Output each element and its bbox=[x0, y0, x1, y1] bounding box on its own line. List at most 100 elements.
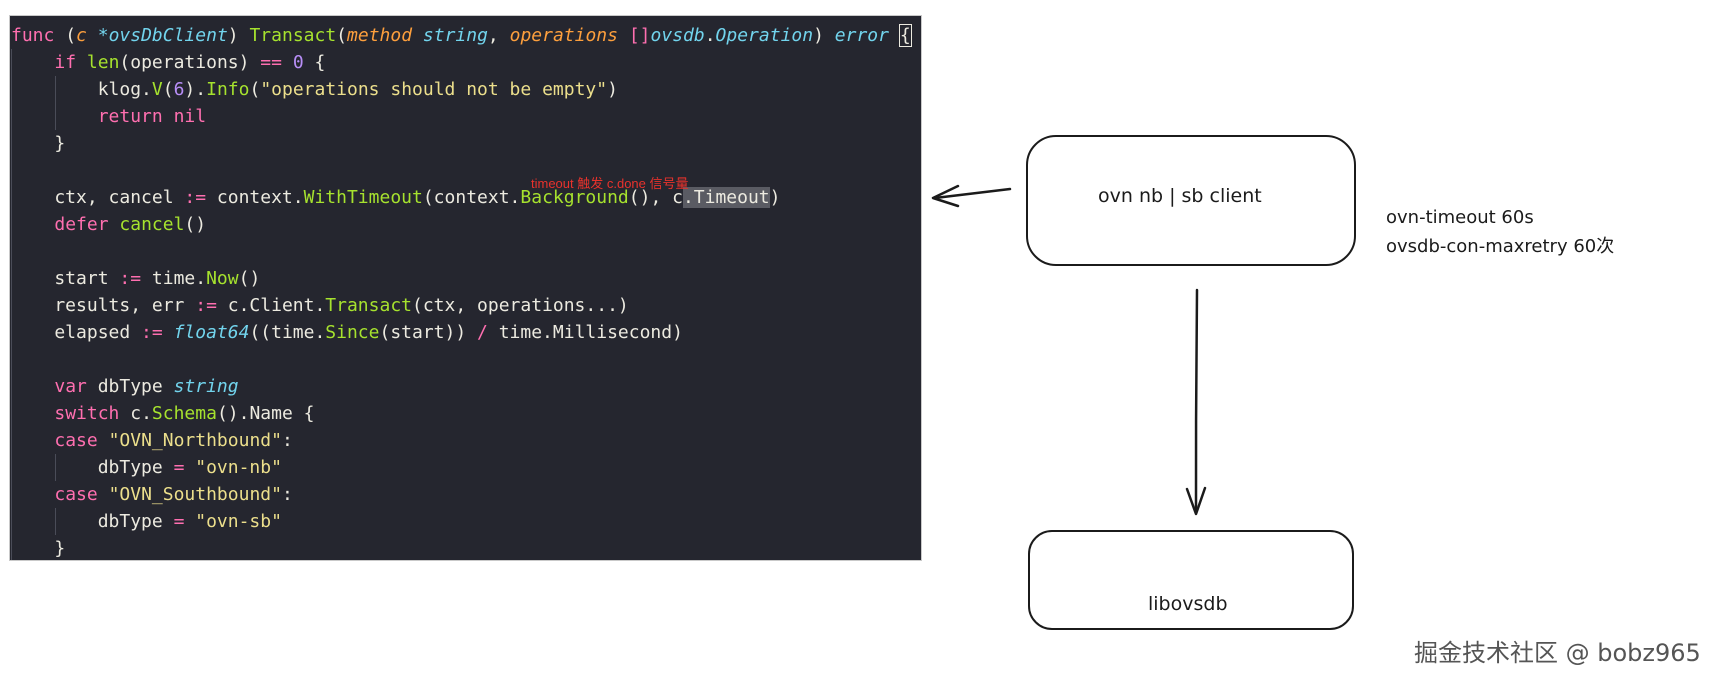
code-token: Since bbox=[325, 322, 380, 343]
code-token: Now bbox=[206, 268, 239, 289]
code-token: context. bbox=[206, 187, 304, 208]
arrow-client-to-code bbox=[933, 187, 1012, 200]
code-token: ( bbox=[162, 79, 174, 100]
arrow-client-to-lib bbox=[1194, 288, 1199, 515]
indent-guide bbox=[55, 508, 56, 535]
code-token: { bbox=[898, 24, 912, 47]
code-token: *ovsDbClient bbox=[97, 25, 228, 46]
code-token: case bbox=[54, 484, 98, 505]
code-token: == bbox=[260, 52, 282, 73]
code-line: if len(operations) == 0 { bbox=[11, 49, 325, 76]
code-token: := bbox=[184, 187, 207, 208]
code-token: nil bbox=[173, 106, 207, 127]
code-token: float64 bbox=[173, 322, 250, 343]
code-line: dbType = "ovn-nb" bbox=[11, 454, 282, 481]
code-token: string bbox=[422, 25, 488, 46]
arrow-client-to-lib-head bbox=[1185, 486, 1207, 516]
code-token: V bbox=[151, 79, 163, 100]
code-token: if bbox=[54, 52, 77, 73]
code-token: = bbox=[173, 457, 185, 478]
code-token: () bbox=[238, 268, 261, 289]
code-line: ctx, cancel := context.WithTimeout(conte… bbox=[11, 184, 781, 211]
code-token: (operations) bbox=[119, 52, 261, 73]
code-token: . bbox=[704, 25, 716, 46]
code-token: ) bbox=[769, 187, 781, 208]
code-token: ( bbox=[54, 25, 77, 46]
code-token: cancel bbox=[119, 214, 185, 235]
code-token: { bbox=[303, 52, 326, 73]
code-token: : bbox=[281, 484, 293, 505]
code-token: := bbox=[195, 295, 217, 316]
timeout-annotation: timeout 触发 c.done 信号量 bbox=[531, 176, 689, 191]
arrow-client-to-code-head bbox=[931, 184, 960, 208]
libovsdb-label: libovsdb bbox=[1148, 593, 1228, 615]
code-token: = bbox=[173, 511, 185, 532]
code-token: "OVN_Southbound" bbox=[108, 484, 282, 505]
code-token: dbType bbox=[86, 376, 174, 397]
code-token: results, err bbox=[11, 295, 196, 316]
code-line: } bbox=[11, 130, 65, 157]
code-line: defer cancel() bbox=[11, 211, 206, 238]
code-line: } bbox=[11, 535, 66, 560]
code-token: "ovn-sb" bbox=[195, 511, 282, 532]
code-token: [] bbox=[628, 25, 651, 46]
code-token: switch bbox=[54, 403, 120, 424]
code-token: c.Client. bbox=[216, 295, 326, 316]
code-token: c. bbox=[119, 403, 152, 424]
libovsdb-box bbox=[1028, 530, 1354, 630]
code-token: dbType bbox=[11, 511, 174, 532]
code-token: case bbox=[54, 430, 98, 451]
code-token: Transact bbox=[249, 25, 337, 46]
code-token: var bbox=[54, 376, 87, 397]
code-token: 6 bbox=[173, 79, 185, 100]
code-token: ) bbox=[607, 79, 618, 100]
code-line: results, err := c.Client.Transact(ctx, o… bbox=[11, 292, 628, 319]
ovn-client-box bbox=[1026, 135, 1356, 266]
code-token: error bbox=[834, 25, 889, 46]
code-line: var dbType string bbox=[11, 373, 239, 400]
code-token: } bbox=[11, 538, 66, 559]
indent-guide bbox=[55, 76, 56, 130]
code-token: (context. bbox=[422, 187, 521, 208]
code-token: Transact bbox=[325, 295, 412, 316]
code-token: / bbox=[477, 322, 488, 343]
code-token: time. bbox=[141, 268, 207, 289]
code-token: start bbox=[11, 268, 120, 289]
maxretry-note: ovsdb-con-maxretry 60次 bbox=[1386, 236, 1615, 257]
code-line: case "OVN_Southbound": bbox=[11, 481, 293, 508]
indent-guide bbox=[55, 454, 56, 481]
code-token: time.Millisecond) bbox=[487, 322, 683, 343]
code-token: ( bbox=[249, 79, 261, 100]
code-token: string bbox=[173, 376, 239, 397]
code-token: (start)) bbox=[379, 322, 478, 343]
watermark: 掘金技术社区 @ bobz965 bbox=[1414, 639, 1701, 667]
code-token: func bbox=[11, 25, 55, 46]
indent-guide bbox=[11, 49, 12, 560]
code-token: } bbox=[11, 133, 66, 154]
code-token: klog. bbox=[11, 79, 152, 100]
code-token: Schema bbox=[151, 403, 217, 424]
code-token: dbType bbox=[11, 457, 174, 478]
code-line: start := time.Now() bbox=[11, 265, 260, 292]
code-line: switch c.Schema().Name { bbox=[11, 400, 314, 427]
code-token: () bbox=[184, 214, 207, 235]
code-line: func (c *ovsDbClient) Transact(method st… bbox=[11, 22, 912, 49]
code-token: ctx, cancel bbox=[11, 187, 185, 208]
code-token: "OVN_Northbound" bbox=[108, 430, 282, 451]
code-token: ( bbox=[336, 25, 348, 46]
code-token: Info bbox=[206, 79, 250, 100]
code-token: defer bbox=[54, 214, 109, 235]
code-token: ().Name { bbox=[216, 403, 315, 424]
code-token: Operation bbox=[715, 25, 814, 46]
ovn-timeout-note: ovn-timeout 60s bbox=[1386, 207, 1534, 228]
code-line: dbType = "ovn-sb" bbox=[11, 508, 282, 535]
code-token: len bbox=[86, 52, 120, 73]
code-token: , bbox=[487, 25, 510, 46]
code-token: return bbox=[97, 106, 163, 127]
code-token: ) bbox=[227, 25, 250, 46]
code-token: WithTimeout bbox=[303, 187, 423, 208]
code-token: c bbox=[76, 25, 87, 46]
code-line: return nil bbox=[11, 103, 206, 130]
ovn-client-label: ovn nb | sb client bbox=[1098, 185, 1262, 207]
code-token: ) bbox=[813, 25, 835, 46]
